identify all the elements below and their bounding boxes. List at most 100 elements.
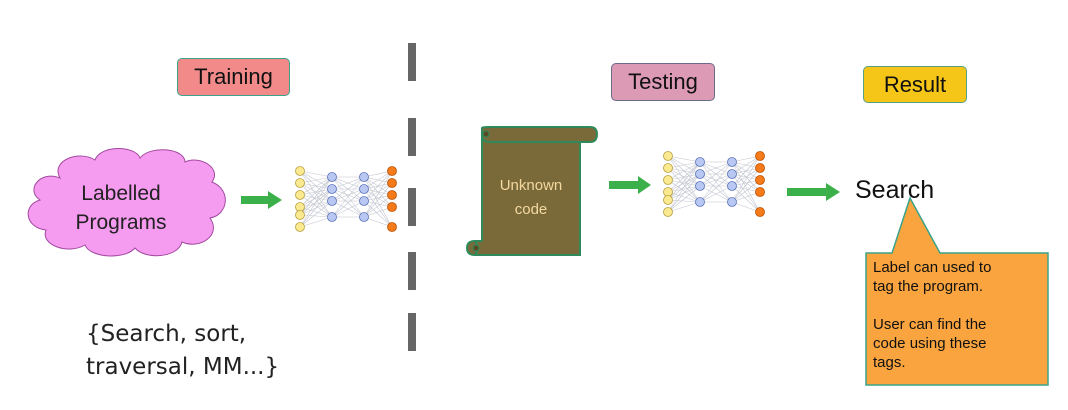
result-value: Search	[855, 176, 935, 204]
nn-connection	[667, 161, 701, 201]
nn-connection	[299, 176, 333, 196]
nn-node	[295, 190, 305, 200]
nn-connection	[363, 170, 393, 190]
nn-node	[755, 187, 765, 197]
nn-connection	[299, 176, 333, 228]
nn-connection	[731, 201, 761, 213]
nn-node	[387, 190, 397, 200]
nn-node	[327, 184, 337, 194]
nn-node	[327, 196, 337, 206]
callout-text: Label can used to tag the program. User …	[873, 258, 1045, 372]
nn-node	[727, 197, 737, 207]
nn-node	[755, 163, 765, 173]
nn-connection	[363, 206, 393, 218]
nn-connection	[363, 182, 393, 202]
nn-connection	[299, 188, 333, 228]
nn-connection	[331, 188, 365, 218]
nn-connection	[667, 185, 701, 213]
nn-connection	[699, 161, 733, 203]
nn-connection	[667, 185, 701, 193]
nn-node	[695, 197, 705, 207]
nn-connection	[331, 200, 365, 218]
nn-node	[695, 157, 705, 167]
nn-connection	[299, 182, 333, 218]
nn-connection	[667, 173, 701, 193]
nn-connection	[667, 155, 701, 203]
nn-connection	[363, 170, 393, 202]
nn-node	[663, 151, 673, 161]
neural-network-icon	[663, 151, 765, 217]
callout-line5: tags.	[873, 354, 906, 371]
testing-label: Testing	[611, 63, 715, 101]
nn-node	[663, 175, 673, 185]
nn-connection	[299, 170, 333, 178]
nn-connection	[299, 216, 333, 228]
nn-connection	[299, 176, 333, 216]
right-arrow-icon	[787, 183, 840, 201]
right-arrow-icon	[241, 191, 282, 209]
neural-network-icon	[295, 166, 397, 232]
nn-connection	[363, 194, 393, 218]
nn-connection	[299, 200, 333, 208]
unknown-code-line1: Unknown	[500, 177, 563, 194]
tag-list: {Search, sort, traversal, MM...}	[86, 318, 279, 384]
nn-connection	[667, 173, 701, 213]
nn-connection	[667, 161, 701, 213]
nn-node	[387, 202, 397, 212]
nn-connection	[331, 176, 365, 190]
nn-connection	[731, 155, 761, 203]
nn-connection	[731, 155, 761, 175]
nn-node	[295, 166, 305, 176]
nn-node	[327, 172, 337, 182]
nn-connection	[667, 161, 701, 169]
nn-node	[695, 181, 705, 191]
nn-node	[359, 172, 369, 182]
nn-connection	[667, 161, 701, 181]
nn-node	[295, 210, 305, 220]
nn-connection	[299, 188, 333, 208]
divider-line	[408, 43, 416, 351]
nn-node	[359, 196, 369, 206]
nn-connection	[299, 176, 333, 184]
nn-connection	[667, 199, 701, 203]
nn-node	[755, 207, 765, 217]
callout-line1: Label can used to	[873, 259, 992, 276]
nn-node	[359, 184, 369, 194]
nn-node	[327, 212, 337, 222]
callout-line3: User can find the	[873, 316, 987, 333]
nn-connection	[331, 188, 365, 202]
nn-node	[663, 207, 673, 217]
nn-connection	[363, 200, 393, 228]
nn-connection	[699, 173, 733, 203]
nn-connection	[699, 161, 733, 175]
nn-connection	[667, 161, 701, 193]
training-label: Training	[177, 58, 290, 96]
nn-node	[663, 195, 673, 205]
nn-connection	[363, 182, 393, 218]
result-label: Result	[863, 66, 967, 103]
nn-connection	[731, 173, 761, 213]
nn-connection	[299, 194, 333, 218]
nn-connection	[731, 179, 761, 203]
nn-connection	[731, 191, 761, 203]
nn-node	[663, 163, 673, 173]
cloud-label-line2: Programs	[75, 211, 166, 234]
nn-connection	[331, 176, 365, 218]
nn-connection	[667, 201, 701, 213]
nn-node	[295, 178, 305, 188]
nn-connection	[731, 185, 761, 213]
nn-connection	[731, 161, 761, 213]
nn-connection	[299, 170, 333, 218]
cloud-label-line1: Labelled	[81, 182, 160, 205]
nn-connection	[299, 214, 333, 218]
labelled-programs-cloud	[27, 148, 226, 257]
callout-line4: code using these	[873, 335, 987, 352]
nn-node	[755, 175, 765, 185]
nn-connection	[699, 173, 733, 187]
nn-node	[727, 157, 737, 167]
callout-line2: tag the program.	[873, 278, 984, 295]
nn-node	[755, 151, 765, 161]
nn-connection	[363, 216, 393, 228]
